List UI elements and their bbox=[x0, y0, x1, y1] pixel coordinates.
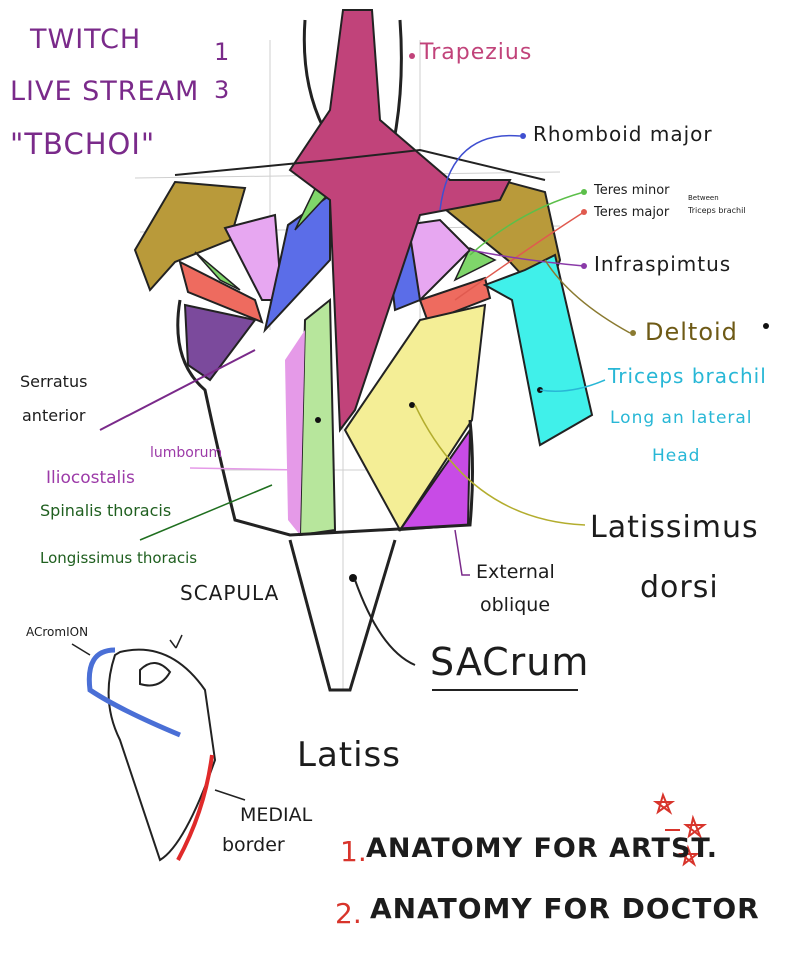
label-medial-line1: MEDIAL bbox=[240, 806, 312, 825]
label-sacrum: SACrum bbox=[430, 643, 589, 681]
label-lumborum: lumborum bbox=[150, 446, 222, 460]
page-number-top: 1 bbox=[214, 40, 230, 64]
label-infraspinatus: Infraspimtus bbox=[594, 254, 731, 274]
label-triceps-line1: Triceps brachil bbox=[608, 366, 767, 386]
label-deltoid: Deltoid bbox=[645, 320, 738, 344]
label-external-line1: External bbox=[476, 563, 555, 582]
label-rhomboid-major: Rhomboid major bbox=[533, 124, 713, 144]
label-scapula: SCAPULA bbox=[180, 583, 279, 603]
label-teres-minor: Teres minor bbox=[594, 184, 670, 197]
label-between: Between bbox=[688, 195, 719, 202]
label-serratus-line2: anterior bbox=[22, 408, 85, 424]
label-medial-line2: border bbox=[222, 836, 285, 855]
note-1-number: 1. bbox=[340, 838, 367, 866]
triceps-brachii bbox=[485, 255, 592, 445]
label-triceps-small: Triceps brachil bbox=[688, 207, 746, 215]
header-tbchoi: "TBCHOI" bbox=[10, 130, 155, 159]
scapula-drawing bbox=[72, 635, 245, 860]
label-longissimus: Longissimus thoracis bbox=[40, 551, 197, 566]
label-serratus-line1: Serratus bbox=[20, 374, 87, 390]
label-triceps-line3: Head bbox=[652, 448, 700, 465]
page-number-bottom: 3 bbox=[214, 78, 230, 102]
header-live-stream: LIVE STREAM bbox=[10, 78, 199, 105]
label-latissimus-line1: Latissimus bbox=[590, 513, 759, 543]
label-external-line2: oblique bbox=[480, 596, 550, 615]
note-2-text: ANATOMY FOR DOCTOR bbox=[370, 895, 760, 923]
label-latissimus-line2: dorsi bbox=[640, 573, 719, 603]
label-triceps-line2: Long an lateral bbox=[610, 410, 753, 427]
note-2-number: 2. bbox=[335, 900, 362, 928]
label-latiss: Latiss bbox=[297, 738, 401, 772]
header-twitch: TWITCH bbox=[30, 26, 141, 53]
label-acromion: ACromION bbox=[26, 626, 88, 638]
label-spinalis: Spinalis thoracis bbox=[40, 503, 171, 519]
label-iliocostalis: Iliocostalis bbox=[46, 470, 135, 487]
label-trapezius: Trapezius bbox=[420, 42, 532, 64]
note-1-text: ANATOMY FOR ARTST. bbox=[366, 835, 718, 862]
label-teres-major: Teres major bbox=[594, 206, 669, 219]
